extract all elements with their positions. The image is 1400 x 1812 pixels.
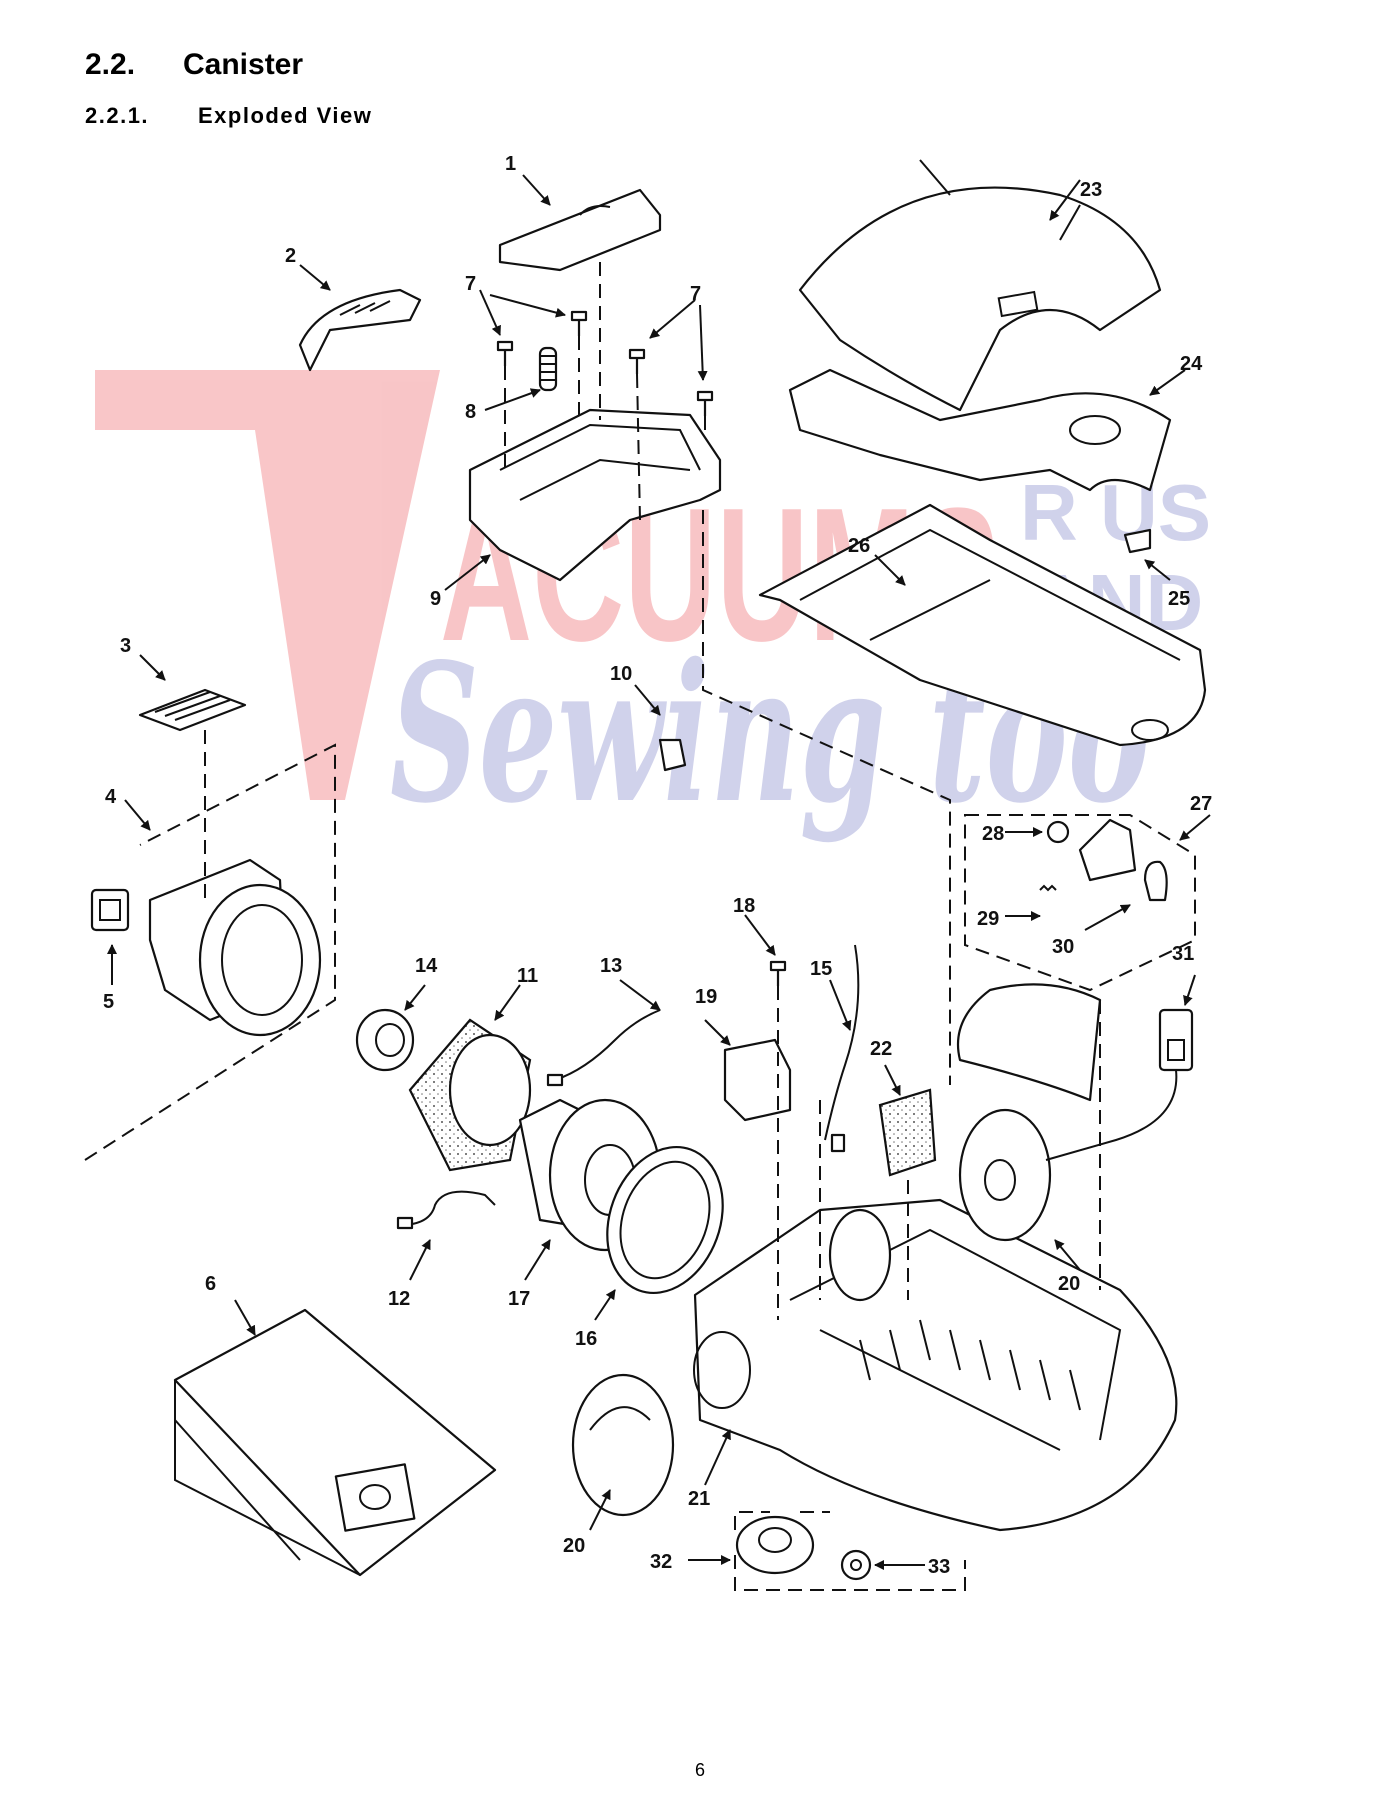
callout-31: 31 [1172,943,1194,965]
callout-22: 22 [870,1038,892,1060]
subsection-title: Exploded View [198,103,373,128]
part-5-latch [90,888,130,932]
callout-25: 25 [1168,588,1190,610]
callout-11: 11 [517,965,538,987]
callout-20b: 20 [563,1535,585,1557]
callout-2: 2 [285,245,296,267]
part-19-relay [723,1038,792,1122]
callout-4: 4 [105,786,117,808]
callout-24: 24 [1180,353,1203,375]
callout-33: 33 [928,1556,950,1578]
callout-6: 6 [205,1273,216,1295]
part-body-shell [956,983,1102,1102]
part-22-pad [878,1088,937,1177]
part-9-housing [468,408,722,582]
part-1-top-cover [498,188,662,272]
part-15-cord [824,944,860,1153]
callout-17: 17 [508,1288,530,1310]
part-27-assembly [1039,818,1168,902]
callout-29: 29 [977,908,999,930]
part-24-body-top [788,368,1172,492]
callout-5: 5 [103,991,114,1013]
part-12-wire [396,1190,496,1230]
callout-23: 23 [1080,179,1102,201]
part-4-filter-cover [148,858,322,1037]
part-18-screw [769,960,787,986]
watermark-text-rus: R US [1020,468,1211,557]
callout-7b: 7 [690,283,701,305]
callout-21: 21 [688,1488,710,1510]
part-20-wheel-right [958,1108,1052,1242]
section-number: 2.2. [85,48,136,81]
part-32-caster [735,1515,815,1575]
page-number: 6 [694,1760,705,1780]
callout-19: 19 [695,986,717,1008]
callout-27: 27 [1190,793,1212,815]
callout-12: 12 [388,1288,410,1310]
subsection-number: 2.2.1. [85,103,150,128]
part-31-switch [1045,1008,1194,1161]
callout-32: 32 [650,1551,672,1573]
part-26-tray [758,503,1207,747]
callout-28: 28 [982,823,1004,845]
part-8-spring [538,346,558,392]
part-23-lid [798,159,1162,412]
part-13-wire [546,1009,661,1087]
callout-1: 1 [505,153,516,175]
part-16-seal [606,1145,724,1295]
callout-13: 13 [600,955,622,977]
callout-30: 30 [1052,936,1074,958]
callout-26: 26 [848,535,870,557]
part-20-wheel-left [571,1373,675,1517]
callout-20a: 20 [1058,1273,1080,1295]
part-7-screws [496,310,714,416]
callout-arrows [107,174,1211,1570]
callout-10: 10 [610,663,632,685]
part-10-nozzle [658,738,687,772]
part-33-roller [840,1549,872,1581]
callout-18: 18 [733,895,755,917]
callout-14: 14 [415,955,438,977]
subsection-heading: 2.2.1. Exploded View [85,103,372,129]
part-14-ring [355,1008,415,1072]
part-21-base [693,1198,1178,1532]
callout-15: 15 [810,958,832,980]
part-6-dust-bag [173,1308,497,1577]
part-3-filter [138,688,247,732]
callout-3: 3 [120,635,131,657]
callout-labels: 1 2 7 7 8 9 23 24 25 26 3 4 5 10 28 27 2… [103,153,1212,1578]
section-heading: 2.2. Canister [85,48,303,82]
part-2-handle [298,288,422,372]
callout-9: 9 [430,588,441,610]
guide-lines [84,262,1196,1591]
section-title: Canister [183,48,304,81]
callout-16: 16 [575,1328,597,1350]
part-11-motor-filter [408,1018,532,1172]
callout-8: 8 [465,401,476,423]
part-25-clip [1123,528,1152,554]
callout-7a: 7 [465,273,476,295]
